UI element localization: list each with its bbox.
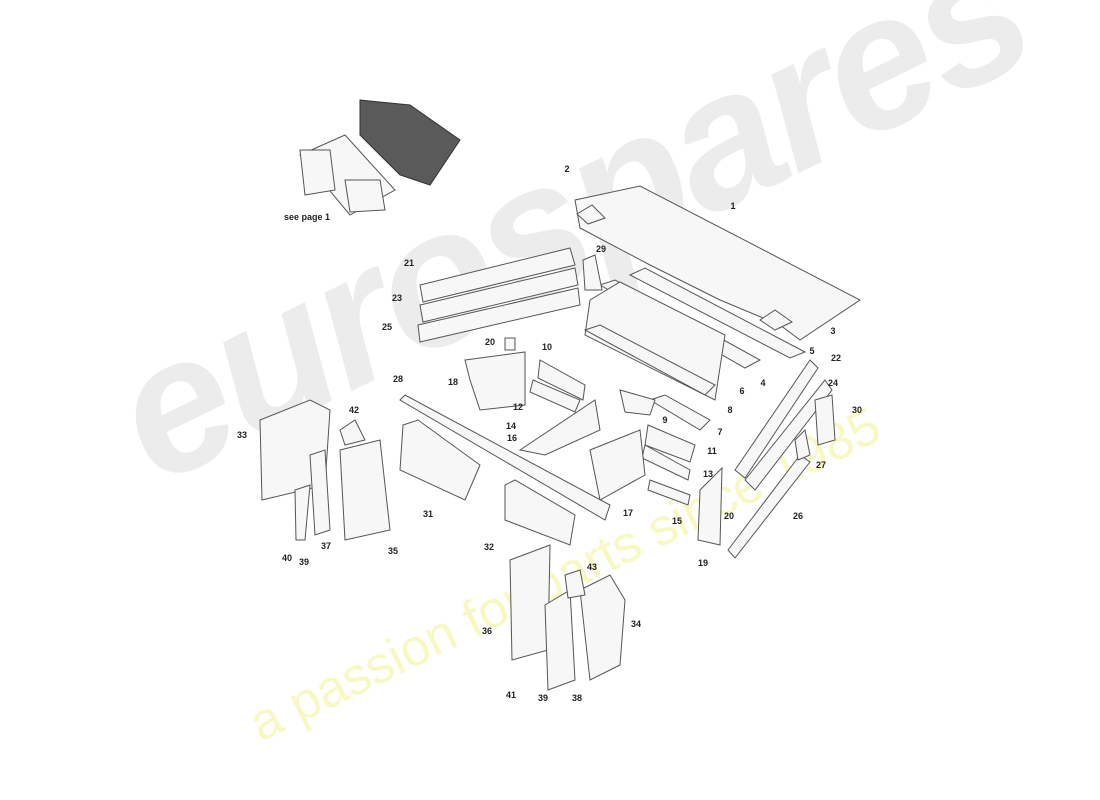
part-10 xyxy=(537,359,586,401)
part-37 xyxy=(309,449,331,536)
callout-7[interactable]: 7 xyxy=(717,427,723,437)
callout-21[interactable]: 21 xyxy=(403,258,415,268)
callout-25[interactable]: 25 xyxy=(381,322,393,332)
part-2 xyxy=(576,204,606,225)
callout-4[interactable]: 4 xyxy=(760,378,766,388)
part-32 xyxy=(504,479,576,546)
callout-6[interactable]: 6 xyxy=(739,386,745,396)
callout-39[interactable]: 39 xyxy=(537,693,549,703)
part-16 xyxy=(518,399,601,456)
part-9 xyxy=(619,389,656,416)
callout-29[interactable]: 29 xyxy=(595,244,607,254)
part-30 xyxy=(814,394,836,446)
callout-20[interactable]: 20 xyxy=(484,337,496,347)
part-6 xyxy=(584,281,726,401)
callout-2[interactable]: 2 xyxy=(564,164,570,174)
callout-31[interactable]: 31 xyxy=(422,509,434,519)
overview-thumbnail xyxy=(299,99,461,216)
callout-43[interactable]: 43 xyxy=(586,562,598,572)
callout-9[interactable]: 9 xyxy=(662,415,668,425)
callout-5[interactable]: 5 xyxy=(809,346,815,356)
callout-18[interactable]: 18 xyxy=(447,377,459,387)
part-20 xyxy=(504,337,516,351)
callout-32[interactable]: 32 xyxy=(483,542,495,552)
part-19 xyxy=(697,466,723,546)
part-23 xyxy=(419,267,579,323)
callout-38[interactable]: 38 xyxy=(571,693,583,703)
part-40 xyxy=(294,484,311,541)
callout-36[interactable]: 36 xyxy=(481,626,493,636)
callout-22[interactable]: 22 xyxy=(830,353,842,363)
callout-19[interactable]: 19 xyxy=(697,558,709,568)
callout-26[interactable]: 26 xyxy=(792,511,804,521)
callout-12[interactable]: 12 xyxy=(512,402,524,412)
part-7 xyxy=(648,394,711,431)
callout-27[interactable]: 27 xyxy=(815,460,827,470)
callout-15[interactable]: 15 xyxy=(671,516,683,526)
part-22 xyxy=(734,359,819,479)
part-34 xyxy=(579,574,626,681)
part-8 xyxy=(583,324,716,396)
part-3 xyxy=(759,309,793,331)
see-page-note: see page 1 xyxy=(283,212,331,222)
part-21 xyxy=(419,247,576,303)
part-25 xyxy=(417,287,581,343)
part-18 xyxy=(464,351,526,411)
callout-39[interactable]: 39 xyxy=(298,557,310,567)
part-11 xyxy=(644,424,696,463)
callout-1[interactable]: 1 xyxy=(730,201,736,211)
callout-28[interactable]: 28 xyxy=(392,374,404,384)
callout-37[interactable]: 37 xyxy=(320,541,332,551)
callout-30[interactable]: 30 xyxy=(851,405,863,415)
part-12 xyxy=(529,379,581,413)
part-15 xyxy=(647,479,691,506)
part-42 xyxy=(339,419,366,446)
callout-34[interactable]: 34 xyxy=(630,619,642,629)
part-28 xyxy=(399,394,611,521)
callout-3[interactable]: 3 xyxy=(830,326,836,336)
part-17 xyxy=(589,429,646,501)
callout-42[interactable]: 42 xyxy=(348,405,360,415)
callout-20[interactable]: 20 xyxy=(723,511,735,521)
part-24 xyxy=(744,379,833,491)
part-29 xyxy=(582,254,603,291)
part-35 xyxy=(339,439,391,541)
callout-14[interactable]: 14 xyxy=(505,421,517,431)
part-27 xyxy=(794,428,811,461)
callout-17[interactable]: 17 xyxy=(622,508,634,518)
callout-33[interactable]: 33 xyxy=(236,430,248,440)
callout-23[interactable]: 23 xyxy=(391,293,403,303)
part-38 xyxy=(544,589,576,691)
part-43 xyxy=(564,569,586,599)
callout-41[interactable]: 41 xyxy=(505,690,517,700)
callout-13[interactable]: 13 xyxy=(702,469,714,479)
callout-24[interactable]: 24 xyxy=(827,378,839,388)
part-31 xyxy=(399,419,481,501)
callout-16[interactable]: 16 xyxy=(506,433,518,443)
callout-10[interactable]: 10 xyxy=(541,342,553,352)
part-26 xyxy=(727,454,811,559)
part-5 xyxy=(628,267,807,359)
callout-40[interactable]: 40 xyxy=(281,553,293,563)
callout-11[interactable]: 11 xyxy=(707,446,717,456)
part-36 xyxy=(509,544,551,661)
callout-8[interactable]: 8 xyxy=(727,405,733,415)
callout-35[interactable]: 35 xyxy=(387,546,399,556)
